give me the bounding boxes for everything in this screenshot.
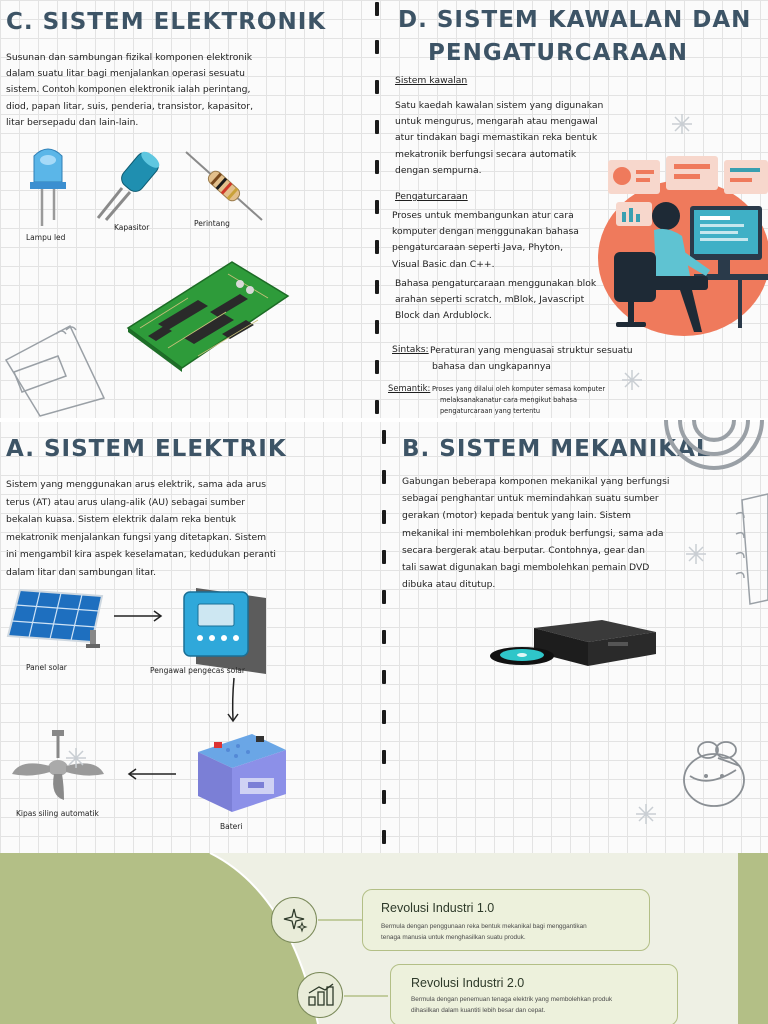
solar-panel-label: Panel solar <box>26 663 67 672</box>
timeline-background-shapes <box>0 853 768 1024</box>
resistor-illustration <box>185 151 263 221</box>
star-doodle <box>66 748 86 768</box>
section-c-title: C. SISTEM ELEKTRONIK <box>6 9 327 35</box>
arrow-down-icon <box>227 677 239 723</box>
bar-growth-icon <box>308 983 334 1006</box>
arrow-left-icon <box>127 768 176 780</box>
timeline-connector-1 <box>318 919 362 921</box>
timeline-node-2 <box>297 972 343 1018</box>
timeline-card-1-title: Revolusi Industri 1.0 <box>381 901 495 915</box>
battery-illustration <box>198 734 286 812</box>
circuit-board-illustration <box>126 261 290 372</box>
programmer-illustration <box>598 156 768 336</box>
timeline-connector-2 <box>344 995 388 997</box>
timeline-card-2: Revolusi Industri 2.0 Bermula dengan pen… <box>390 964 678 1024</box>
kawalan-heading: Sistem kawalan <box>395 75 468 86</box>
led-label: Lampu led <box>26 233 66 242</box>
concentric-arcs-doodle <box>664 419 764 470</box>
timeline-card-1: Revolusi Industri 1.0 Bermula dengan pen… <box>362 889 650 951</box>
timeline-card-2-title: Revolusi Industri 2.0 <box>411 976 525 990</box>
timeline-panel: Revolusi Industri 1.0 Bermula dengan pen… <box>0 853 768 1024</box>
resistor-label: Perintang <box>194 219 230 228</box>
bahasa-body: Bahasa pengaturcaraan menggunakan blok a… <box>395 278 597 322</box>
section-b-body: Gabungan beberapa komponen mekanikal yan… <box>402 476 670 591</box>
notebook-doodle-right <box>735 493 768 605</box>
sintaks-label: Sintaks: <box>392 344 429 355</box>
pengaturcaraan-heading: Pengaturcaraan <box>395 191 468 202</box>
timeline-card-2-desc: Bermula dengan penemuan tenaga elektrik … <box>411 996 613 1014</box>
semantik-body: Proses yang dilalui oleh komputer semasa… <box>432 385 606 415</box>
arrow-right-icon <box>114 610 163 622</box>
section-b-title: B. SISTEM MEKANIKAL <box>402 436 712 462</box>
solar-panel-illustration <box>6 588 104 648</box>
section-d-title-line1: D. SISTEM KAWALAN DAN <box>398 7 752 33</box>
kawalan-body: Satu kaedah kawalan sistem yang digunaka… <box>395 100 604 176</box>
star-doodle <box>622 370 642 390</box>
semantik-label: Semantik: <box>388 383 431 393</box>
section-divider <box>0 418 768 422</box>
section-d-title-line2: PENGATURCARAAN <box>428 40 689 66</box>
capacitor-illustration <box>96 151 160 221</box>
section-a-title: A. SISTEM ELEKTRIK <box>6 436 287 462</box>
dvd-player-illustration <box>490 620 656 666</box>
timeline-card-1-desc: Bermula dengan penggunaan reka bentuk me… <box>381 923 587 941</box>
ceiling-fan-illustration <box>12 730 104 800</box>
section-a-body: Sistem yang menggunakan arus elektrik, s… <box>6 479 276 578</box>
timeline-node-1 <box>271 897 317 943</box>
led-illustration <box>30 148 66 226</box>
sparkle-icon <box>283 908 308 933</box>
star-doodle <box>636 804 656 824</box>
bee-doodle <box>683 741 745 807</box>
charge-controller-illustration <box>183 588 266 674</box>
star-doodle <box>686 544 706 564</box>
battery-label: Bateri <box>220 822 243 831</box>
section-c-body: Susunan dan sambungan fizikal komponen e… <box>6 52 253 128</box>
capacitor-label: Kapasitor <box>114 223 150 232</box>
sintaks-body: Peraturan yang menguasai struktur sesuat… <box>430 345 633 373</box>
charge-controller-label: Pengawal pengecas solar <box>150 666 245 675</box>
star-doodle <box>672 114 692 134</box>
pengaturcaraan-body: Proses untuk membangunkan atur cara komp… <box>392 210 579 270</box>
grid-paper-background <box>0 0 768 853</box>
ceiling-fan-label: Kipas siling automatik <box>16 809 99 818</box>
notebook-doodle <box>4 324 106 417</box>
